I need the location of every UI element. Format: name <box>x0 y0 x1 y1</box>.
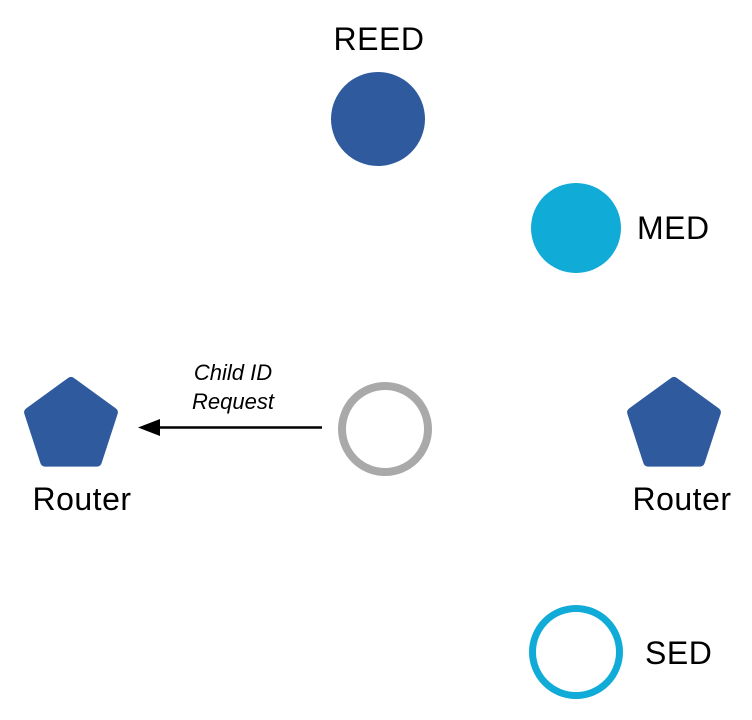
router-left-pentagon-icon <box>24 377 118 467</box>
child-id-request-label: Child ID Request <box>163 358 303 416</box>
child-id-request-label-line2: Request <box>192 389 274 414</box>
router-left-node-label: Router <box>32 481 132 517</box>
med-node-label: MED <box>637 210 710 246</box>
reed-circle-icon <box>331 72 425 166</box>
child-id-request-label-line1: Child ID <box>193 360 273 385</box>
reed-node-label: REED <box>333 21 425 57</box>
child-id-request-arrow <box>138 419 322 436</box>
router-right-pentagon-icon <box>627 377 721 467</box>
sed-circle-icon <box>529 605 623 699</box>
med-circle-icon <box>531 183 621 273</box>
parent-circle-icon <box>338 382 432 476</box>
router-right-node-label: Router <box>632 481 732 517</box>
sed-node-label: SED <box>645 635 713 671</box>
